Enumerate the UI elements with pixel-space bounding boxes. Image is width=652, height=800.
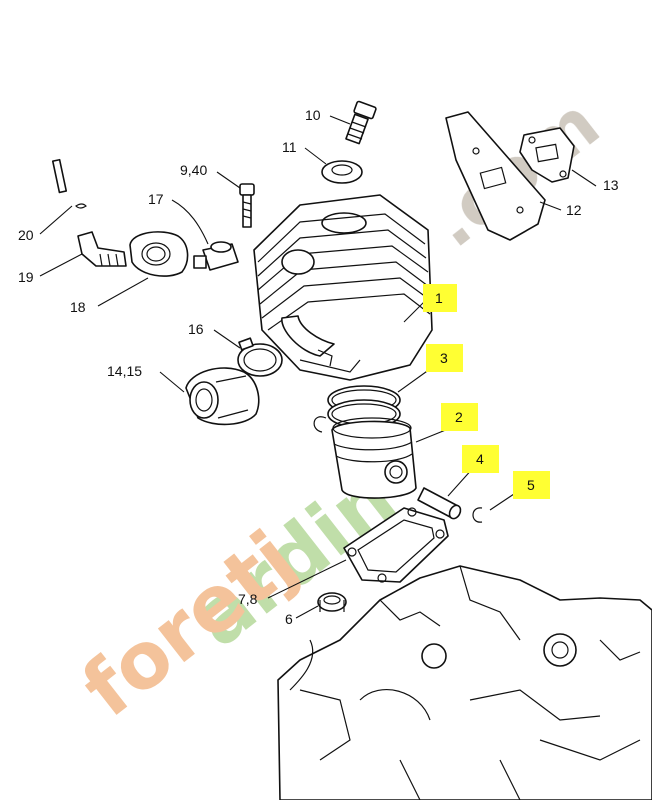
callout-5: 5 bbox=[527, 477, 535, 493]
part-14-manifold bbox=[185, 367, 260, 426]
part-10-fitting bbox=[345, 100, 377, 145]
part-20-pin bbox=[51, 158, 87, 209]
part-12-shield bbox=[445, 111, 546, 241]
part-5-circlip bbox=[472, 507, 483, 523]
callouts: 1 3 2 4 5 6 7,8 9,40 10 11 12 13 14,15 1… bbox=[18, 107, 619, 627]
part-17-valve bbox=[193, 241, 239, 271]
part-6-needle-cage bbox=[317, 592, 347, 612]
part-2-piston bbox=[331, 417, 417, 499]
callout-2: 2 bbox=[455, 409, 463, 425]
highlight-box-5 bbox=[513, 471, 550, 499]
part-circlip-left bbox=[313, 416, 327, 433]
part-16-clamp bbox=[237, 337, 283, 377]
part-1-cylinder bbox=[253, 194, 433, 381]
callout-19: 19 bbox=[18, 269, 34, 285]
part-19-elbow bbox=[77, 231, 127, 267]
highlight-boxes bbox=[423, 284, 550, 499]
callout-20: 20 bbox=[18, 227, 34, 243]
part-11-cap bbox=[321, 160, 363, 184]
callout-4: 4 bbox=[476, 451, 484, 467]
callout-14-15: 14,15 bbox=[107, 363, 142, 379]
part-18-flange bbox=[129, 231, 189, 277]
callout-16: 16 bbox=[188, 321, 204, 337]
callout-18: 18 bbox=[70, 299, 86, 315]
part-4-pin bbox=[417, 487, 462, 520]
callout-13: 13 bbox=[603, 177, 619, 193]
crankcase bbox=[277, 565, 652, 800]
callout-12: 12 bbox=[566, 202, 582, 218]
callout-1: 1 bbox=[435, 290, 443, 306]
callout-10: 10 bbox=[305, 107, 321, 123]
callout-3: 3 bbox=[440, 350, 448, 366]
highlight-box-4 bbox=[462, 445, 499, 473]
part-9-bolt bbox=[239, 183, 255, 228]
callout-11: 11 bbox=[282, 139, 297, 155]
highlight-box-3 bbox=[426, 344, 463, 372]
part-13-gasket bbox=[519, 127, 575, 183]
highlight-box-1 bbox=[423, 284, 457, 312]
callout-6: 6 bbox=[285, 611, 293, 627]
callout-17: 17 bbox=[148, 191, 164, 207]
highlight-box-2 bbox=[441, 403, 478, 431]
callout-7-8: 7,8 bbox=[238, 591, 258, 607]
part-7-gasket bbox=[343, 507, 449, 583]
callout-9-40: 9,40 bbox=[180, 162, 207, 178]
